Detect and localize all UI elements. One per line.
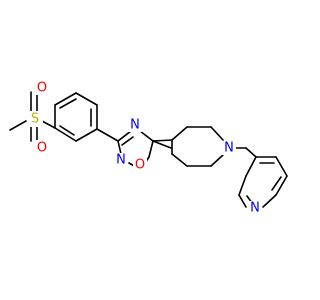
sulfur-atom-label: S xyxy=(31,112,39,127)
piperidine-bond xyxy=(210,154,224,167)
oxadiazole-piperidine-bond xyxy=(152,139,173,142)
benzene-bond xyxy=(75,92,98,106)
label-mask xyxy=(27,111,43,127)
oxygen-top-atom-label: O xyxy=(37,81,47,96)
oxadiazole-bond xyxy=(152,140,172,149)
oxadiazole-o-atom-label: O xyxy=(135,158,145,173)
label-mask xyxy=(222,141,236,155)
piperidine-ring xyxy=(171,126,224,167)
pyridine-bond xyxy=(245,156,257,177)
oxadiazole-n-top-atom-label: N xyxy=(130,118,140,133)
label-mask xyxy=(133,158,147,172)
oxadiazole-bond xyxy=(139,130,154,142)
piperidine-bond xyxy=(171,126,188,141)
methyl-bond xyxy=(9,120,27,131)
benzene-ring xyxy=(54,92,98,142)
label-mask xyxy=(128,118,142,132)
piperidine-bond xyxy=(171,153,188,167)
atom-labels: S O O N N O N N xyxy=(27,81,262,216)
piperidine-n-atom-label: N xyxy=(224,141,234,156)
label-mask xyxy=(35,81,49,95)
oxadiazole-bond xyxy=(148,140,154,158)
label-mask xyxy=(248,201,262,215)
pyridine-ring xyxy=(238,156,288,208)
pyridine-n-atom-label: N xyxy=(250,201,260,216)
aryl-oxadiazole-bond xyxy=(96,128,119,142)
label-mask xyxy=(114,153,128,167)
molecule-canvas: S O O N N O N N xyxy=(9,81,288,216)
oxadiazole-n-bottom-atom-label: N xyxy=(116,153,126,168)
benzene-bond xyxy=(54,92,77,106)
pyridine-bond xyxy=(262,194,277,208)
piperidine-bond xyxy=(210,126,224,141)
benzene-inner-bond xyxy=(59,98,77,109)
oxygen-bottom-atom-label: O xyxy=(37,141,47,156)
pyridine-bond xyxy=(238,175,247,196)
s-aryl-bond xyxy=(41,120,56,129)
pyridine-bond xyxy=(238,194,247,208)
oxadiazole-bond xyxy=(121,136,134,146)
label-mask xyxy=(35,140,49,154)
structure-diagram: S O O N N O N N xyxy=(9,81,288,216)
benzene-inner-bond xyxy=(59,125,75,136)
methylene-pyridine-bond xyxy=(245,147,257,158)
benzene-bond xyxy=(75,128,98,142)
pyridine-bond xyxy=(275,175,288,196)
pyridine-inner-bond xyxy=(271,176,282,191)
oxadiazole-bond xyxy=(117,130,132,142)
pyridine-bond xyxy=(275,156,288,177)
benzene-bond xyxy=(54,127,77,142)
oxadiazole-bond xyxy=(117,140,122,155)
